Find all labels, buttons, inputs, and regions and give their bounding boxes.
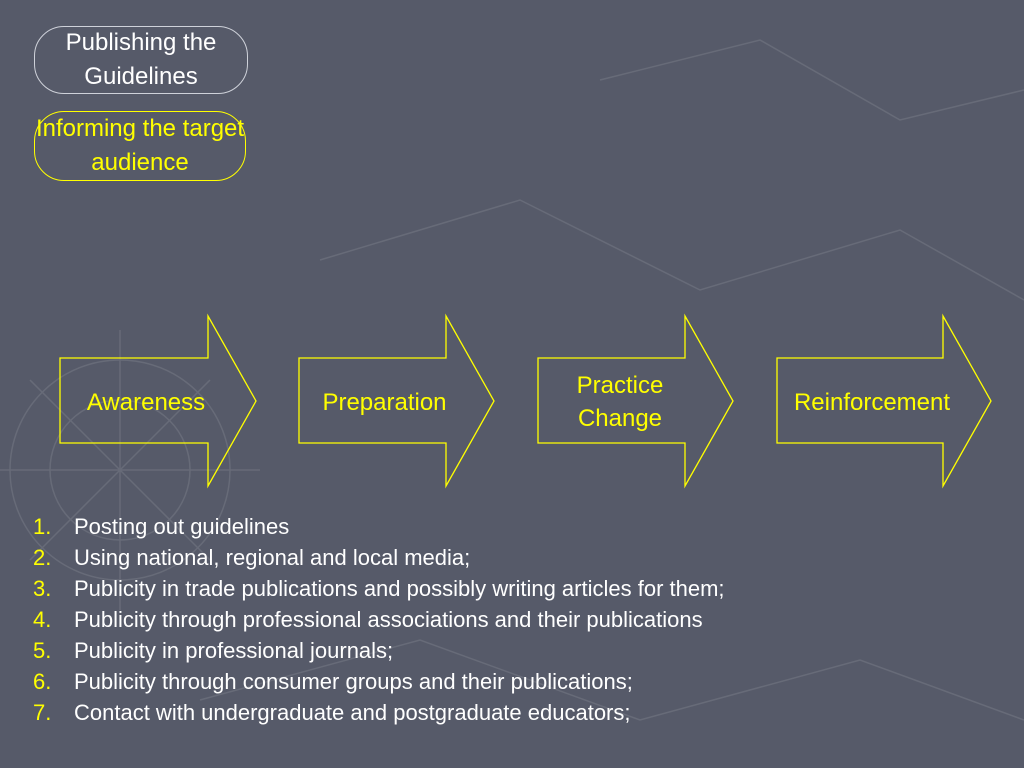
list-item-text: Contact with undergraduate and postgradu… xyxy=(74,700,631,725)
flow-label-line: Change xyxy=(577,405,663,432)
list-item-text: Publicity through consumer groups and th… xyxy=(74,669,633,694)
list-item: 3. Publicity in trade publications and po… xyxy=(33,573,993,604)
list-item: 1. Posting out guidelines xyxy=(33,511,993,542)
flow-arrow-preparation xyxy=(298,313,495,489)
flow-label-practice-change: Practice Change xyxy=(538,369,702,436)
list-item-number: 5. xyxy=(33,638,52,663)
list-item: 2. Using national, regional and local med… xyxy=(33,542,993,573)
list-item-text: Using national, regional and local media… xyxy=(74,545,471,570)
list-item-text: Posting out guidelines xyxy=(74,514,290,539)
stage-informing-label: Informing the target audience xyxy=(35,115,245,176)
list-item-number: 4. xyxy=(33,607,52,632)
flow-label-line: Practice xyxy=(576,372,664,399)
flow-label-line: Reinforcement xyxy=(793,389,951,416)
flow-arrow-awareness xyxy=(59,313,257,489)
list-item-text: Publicity in trade publications and poss… xyxy=(74,576,725,601)
flow-label-line: Awareness xyxy=(86,389,206,416)
list-item-text: Publicity in professional journals; xyxy=(74,638,394,663)
flow-arrow-practice-change xyxy=(537,313,734,489)
stage-informing-pill: Informing the target audience xyxy=(34,111,246,181)
stage-publishing-label: Publishing the Guidelines xyxy=(65,29,217,90)
flow-label-preparation: Preparation xyxy=(299,386,470,420)
list-item-number: 6. xyxy=(33,669,52,694)
flow-arrow-reinforcement xyxy=(776,313,992,489)
flow-label-line: Preparation xyxy=(322,389,447,416)
list-item-number: 3. xyxy=(33,576,52,601)
list-item: 6. Publicity through consumer groups and … xyxy=(33,666,993,697)
list-item-number: 7. xyxy=(33,700,52,725)
dissemination-steps-list: 1. Posting out guidelines 2. Using nationa… xyxy=(33,511,993,728)
list-item: 4. Publicity through professional associa… xyxy=(33,604,993,635)
list-item: 7. Contact with undergraduate and postgra… xyxy=(33,697,993,728)
flow-label-awareness: Awareness xyxy=(60,386,232,420)
list-item-text: Publicity through professional associati… xyxy=(74,607,703,632)
list-item-number: 1. xyxy=(33,514,52,539)
list-item-number: 2. xyxy=(33,545,52,570)
flow-label-reinforcement: Reinforcement xyxy=(777,386,967,420)
list-item: 5. Publicity in professional journals; xyxy=(33,635,993,666)
stage-publishing-pill: Publishing the Guidelines xyxy=(34,26,248,94)
